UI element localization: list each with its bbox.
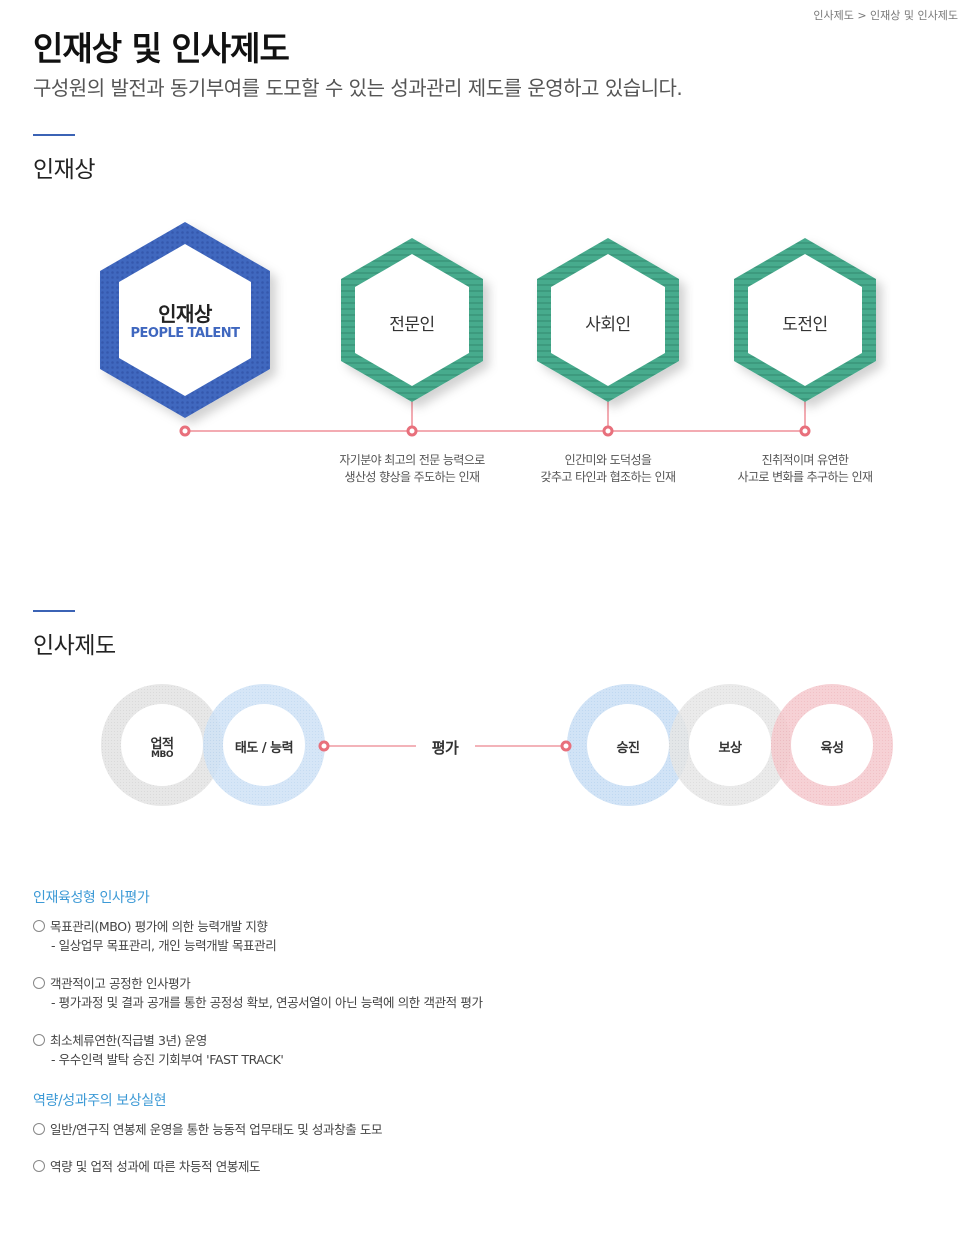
timeline-node [799,425,811,437]
timeline-node [406,425,418,437]
circle-bullet-icon [33,1033,45,1046]
desc-line: 진취적이며 유연한 [761,453,849,467]
hexagon-3 [734,238,876,437]
item-text: 일반/연구직 연봉제 운영을 통한 능동적 업무태도 및 성과창출 도모 [50,1122,383,1137]
list-item: 일반/연구직 연봉제 운영을 통한 능동적 업무태도 및 성과창출 도모 [33,1119,383,1138]
hexagon-inner [748,254,862,386]
list-subitem: - 평가과정 및 결과 공개를 통한 공정성 확보, 연공서열이 아닌 능력에 … [51,995,483,1010]
circle-bullet-icon [33,1159,45,1172]
hexagon-2 [537,238,679,437]
hr-label-performance: 업적 [150,737,174,752]
page-subtitle: 구성원의 발전과 동기부여를 도모할 수 있는 성과관리 제도를 운영하고 있습… [33,76,683,100]
hr-label-attitude: 태도 / 능력 [234,741,294,756]
section-heading-talent: 인재상 [33,157,95,183]
hexagon-inner [355,254,469,386]
circle-bullet-icon [33,976,45,989]
list-item: 목표관리(MBO) 평가에 의한 능력개발 지향 [33,916,268,935]
list-subitem: - 일상업무 목표관리, 개인 능력개발 목표관리 [51,938,277,953]
subheading-evaluation: 인재육성형 인사평가 [33,890,150,906]
talent-label-3: 도전인 [782,315,828,335]
circle-bullet-icon [33,919,45,932]
breadcrumb: 인사제도 > 인재상 및 인사제도 [813,9,958,22]
talent-main-label: 인재상 [158,302,212,326]
item-text: 최소체류연한(직급별 3년) 운영 [50,1033,207,1048]
talent-label-1: 전문인 [389,315,435,335]
desc-line: 갖추고 타인과 협조하는 인재 [540,470,677,484]
desc-line: 자기분야 최고의 전문 능력으로 [339,453,485,467]
section-divider [33,134,75,136]
page-title: 인재상 및 인사제도 [33,29,290,68]
hr-label-evaluation: 평가 [431,739,459,757]
section-heading-hr: 인사제도 [33,633,116,659]
timeline-node [602,425,614,437]
desc-line: 인간미와 도덕성을 [564,453,652,467]
timeline-node [179,425,191,437]
circle-bullet-icon [33,1122,45,1135]
item-text: 역량 및 업적 성과에 따른 차등적 연봉제도 [50,1159,261,1174]
list-item: 최소체류연한(직급별 3년) 운영 [33,1030,207,1049]
hexagon-1 [341,238,483,437]
connector-node [318,740,330,752]
list-subitem: - 우수인력 발탁 승진 기회부여 'FAST TRACK' [51,1052,284,1067]
item-text: 목표관리(MBO) 평가에 의한 능력개발 지향 [50,919,268,934]
hr-diagram [101,684,893,806]
hexagon-main [100,222,270,418]
item-text: 객관적이고 공정한 인사평가 [50,976,191,991]
desc-line: 사고로 변화를 추구하는 인재 [737,470,874,484]
talent-label-2: 사회인 [585,315,631,335]
ring-development [771,684,893,806]
section-divider [33,610,75,612]
hr-label-development: 육성 [820,741,844,756]
list-item: 객관적이고 공정한 인사평가 [33,973,191,992]
desc-line: 생산성 향상을 주도하는 인재 [344,470,481,484]
subheading-reward: 역량/성과주의 보상실현 [33,1093,167,1109]
hr-label-promotion: 승진 [616,741,640,756]
list-item: 역량 및 업적 성과에 따른 차등적 연봉제도 [33,1156,261,1175]
connector-node [560,740,572,752]
ring-attitude [203,684,325,806]
hr-label-mbo: MBO [151,750,173,760]
talent-diagram [100,222,876,437]
talent-main-sub: PEOPLE TALENT [130,326,240,341]
hexagon-inner [551,254,665,386]
hr-label-reward: 보상 [718,741,742,756]
